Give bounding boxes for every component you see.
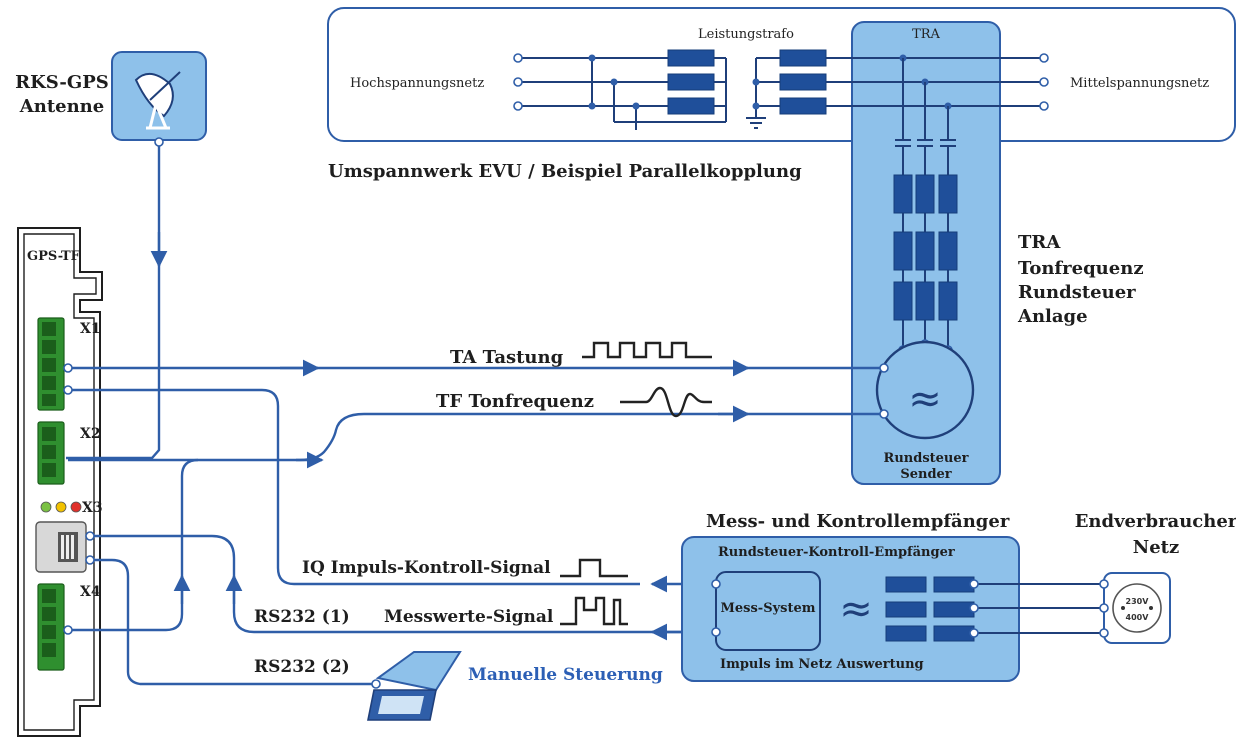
iq-impuls-label: IQ Impuls-Kontroll-Signal	[302, 558, 551, 578]
x4-label: X4	[80, 584, 101, 600]
x1-label: X1	[80, 321, 101, 337]
connector-x1[interactable]	[37, 317, 65, 411]
rs232-2-label: RS232 (2)	[254, 657, 350, 677]
rundsteuer-label-line1: Rundsteuer	[884, 451, 969, 466]
tra-title-line4: Anlage	[1017, 306, 1088, 327]
manuelle-steuerung-label: Manuelle Steuerung	[468, 665, 663, 685]
power-socket-icon	[1099, 572, 1171, 644]
endverbraucher-line1: Endverbraucher	[1075, 511, 1236, 532]
tf-tonfrequenz-wire	[63, 385, 880, 586]
tra-small-label: TRA	[912, 27, 940, 42]
generator-symbol: ≈	[908, 376, 942, 422]
kontrollempfaenger-box	[681, 536, 1104, 682]
tra-title-line1: TRA	[1018, 232, 1061, 253]
status-leds	[40, 501, 82, 513]
laptop-icon	[367, 651, 462, 721]
ta-tastung-label: TA Tastung	[450, 347, 564, 368]
rundsteuer-label-line2: Sender	[900, 467, 951, 482]
umspannwerk-caption: Umspannwerk EVU / Beispiel Parallelkoppl…	[328, 161, 802, 182]
receiver-symbol: ≈	[839, 586, 873, 632]
antenna-label-line1: RKS-GPS	[15, 72, 109, 93]
rs232-1-wire	[63, 458, 716, 635]
x2-label: X2	[80, 426, 101, 442]
leistungstrafo-label: Leistungstrafo	[698, 27, 794, 42]
tra-coupling	[875, 58, 975, 440]
hochspannungsnetz-label: Hochspannungsnetz	[350, 76, 484, 91]
ta-pulse-icon	[582, 341, 712, 359]
rs232-1-label: RS232 (1)	[254, 607, 350, 627]
socket-230-label: 230V	[1126, 597, 1150, 606]
connector-x3-rj45[interactable]	[35, 521, 87, 573]
device-label: GPS-TF	[27, 249, 81, 264]
mess-system-label: Mess-System	[721, 601, 816, 616]
connector-x2[interactable]	[37, 421, 65, 485]
hochspannung-lines	[513, 49, 1049, 130]
messwerte-label: Messwerte-Signal	[384, 607, 554, 627]
endverbraucher-line2: Netz	[1133, 537, 1179, 558]
antenna-wire	[66, 137, 168, 460]
impuls-netz-label: Impuls im Netz Auswertung	[720, 657, 924, 672]
ta-tastung-wire	[63, 359, 880, 377]
iq-pulse-icon	[560, 558, 628, 578]
antenna-label-line2: Antenne	[19, 96, 104, 117]
connector-x4[interactable]	[37, 583, 65, 671]
tra-title-line2: Tonfrequenz	[1018, 258, 1144, 279]
socket-400-label: 400V	[1126, 613, 1150, 622]
rk-empfaenger-label: Rundsteuer-Kontroll-Empfänger	[718, 545, 955, 560]
mittelspannungsnetz-label: Mittelspannungsnetz	[1070, 76, 1209, 91]
tf-wave-icon	[620, 386, 712, 418]
tf-tonfrequenz-label: TF Tonfrequenz	[436, 391, 594, 412]
x3-label: X3	[82, 500, 103, 516]
mess-kontroll-title: Mess- und Kontrollempfänger	[706, 511, 1010, 532]
rs232-2-wire	[85, 555, 381, 689]
messwerte-pulse-icon	[560, 596, 628, 626]
satellite-antenna-icon	[111, 51, 207, 141]
tra-title-line3: Rundsteuer	[1018, 282, 1136, 303]
